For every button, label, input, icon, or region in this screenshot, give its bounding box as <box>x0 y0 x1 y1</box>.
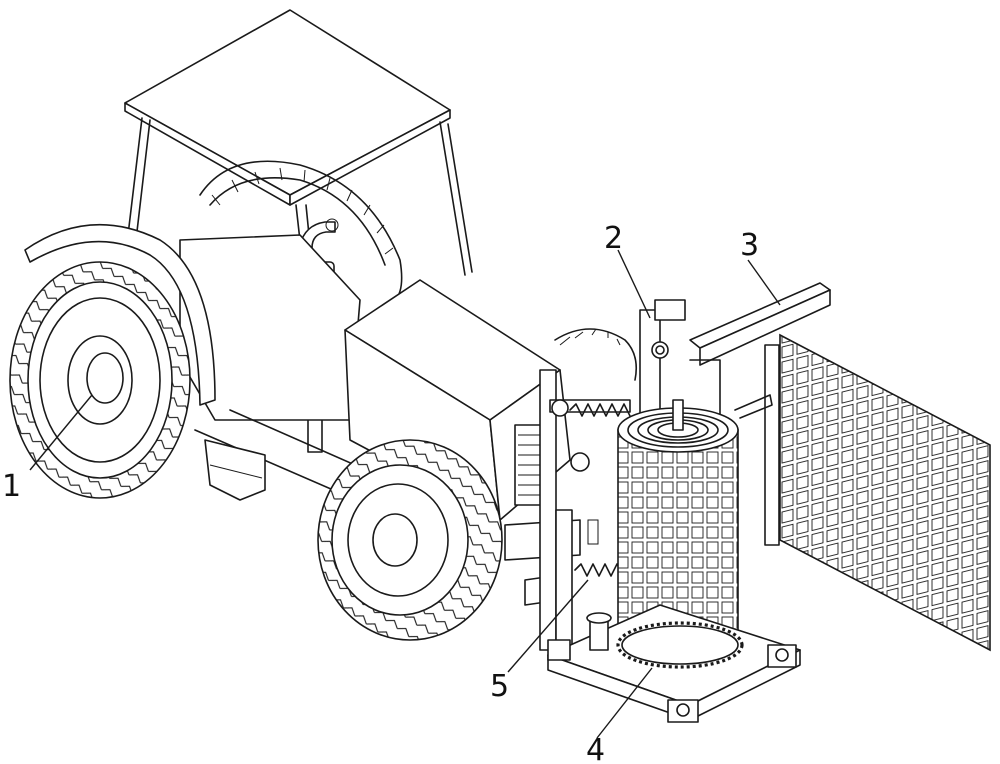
callout-2: 2 <box>604 221 623 256</box>
sprocket <box>616 621 744 669</box>
motor <box>589 619 609 651</box>
lifting-frame <box>539 369 636 661</box>
rear-fender <box>24 223 216 406</box>
cab-roof <box>124 9 451 196</box>
base-plate <box>547 604 801 723</box>
callout-4: 4 <box>586 733 605 764</box>
callout-1: 1 <box>2 469 21 504</box>
support-arm <box>639 282 831 546</box>
rear-right-wheel <box>199 160 403 301</box>
step <box>204 439 266 501</box>
front-wheel <box>317 439 503 641</box>
callout-5: 5 <box>490 669 509 704</box>
mesh-panel <box>779 333 991 652</box>
cab-pillars <box>127 117 473 331</box>
callout-3: 3 <box>740 228 759 263</box>
spring-upper <box>569 403 631 417</box>
mesh-roll <box>617 394 773 655</box>
callout-leaders <box>29 249 781 739</box>
